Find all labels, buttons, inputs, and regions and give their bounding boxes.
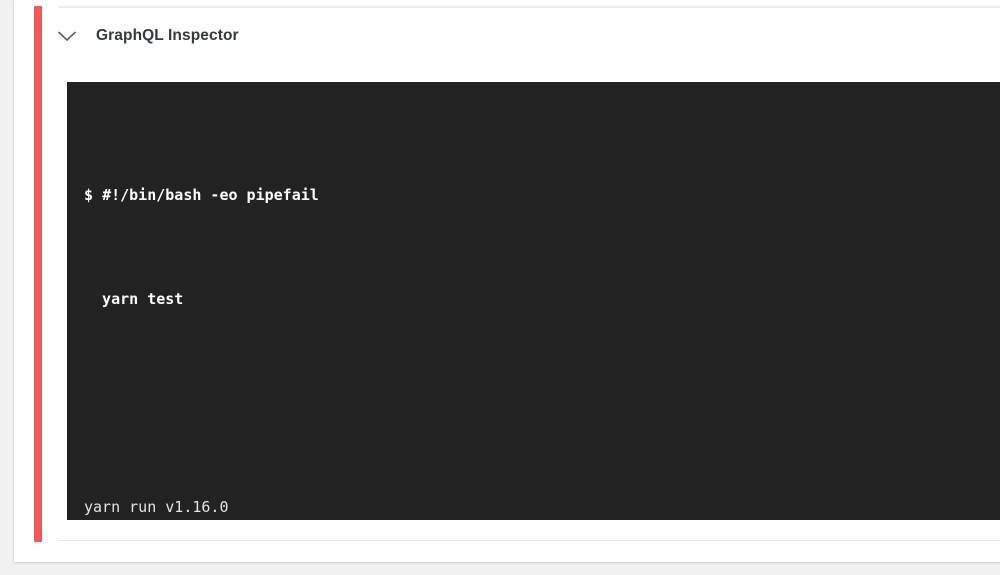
terminal-line-output: yarn run v1.16.0	[84, 494, 1000, 520]
build-log-card: GraphQL Inspector $ #!/bin/bash -eo pipe…	[14, 0, 1000, 562]
prompt-symbol: $	[84, 186, 103, 204]
page-title: GraphQL Inspector	[96, 27, 239, 44]
terminal-output-panel[interactable]: $ #!/bin/bash -eo pipefail yarn test yar…	[67, 82, 1000, 520]
command-text: #!/bin/bash -eo pipefail	[102, 186, 319, 204]
output-text: yarn run v1.16.0	[84, 498, 229, 516]
log-group-header[interactable]: GraphQL Inspector	[54, 16, 239, 56]
group-bottom-divider	[58, 540, 1000, 541]
command-text: yarn test	[84, 290, 184, 308]
terminal-line-command: $ #!/bin/bash -eo pipefail	[84, 182, 1000, 208]
group-top-divider	[58, 6, 1000, 8]
terminal-lines: $ #!/bin/bash -eo pipefail yarn test yar…	[67, 82, 1000, 520]
chevron-down-icon[interactable]	[54, 23, 80, 49]
status-accent-bar	[34, 6, 42, 542]
terminal-line-blank	[84, 390, 1000, 416]
terminal-line-command-continuation: yarn test	[84, 286, 1000, 312]
